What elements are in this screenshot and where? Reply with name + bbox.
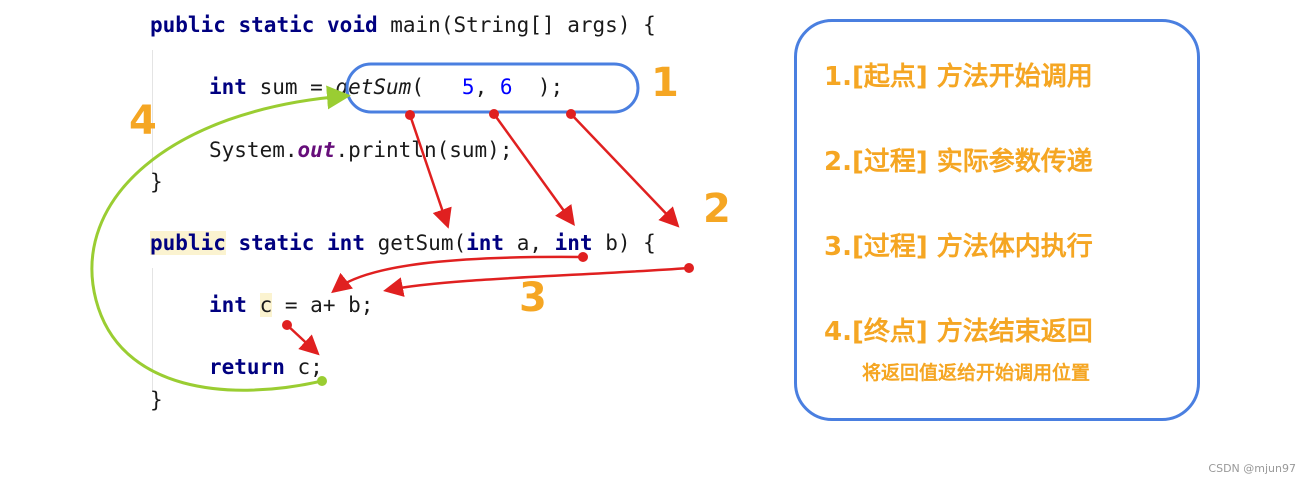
step-4-end: 4.[终点] 方法结束返回 bbox=[824, 317, 1093, 347]
method-name: getSum( bbox=[364, 231, 467, 255]
call-to-int-arrow bbox=[408, 114, 452, 229]
assign-text: sum = bbox=[246, 75, 336, 99]
print-prefix: System. bbox=[209, 138, 298, 162]
step-2-process: 2.[过程] 实际参数传递 bbox=[824, 147, 1093, 177]
keyword-static: static bbox=[238, 13, 315, 37]
keyword-public-highlighted: public bbox=[150, 231, 226, 255]
code-line-method-signature: public static int getSum(int a, int b) { bbox=[150, 231, 656, 255]
watermark: CSDN @mjun97 bbox=[1208, 462, 1296, 475]
param-type-a: int bbox=[466, 231, 505, 255]
arg-6-to-b-arrow bbox=[570, 113, 680, 228]
indent-guide-method bbox=[152, 268, 153, 392]
step-1-start: 1.[起点] 方法开始调用 bbox=[824, 62, 1093, 92]
paren-close: ); bbox=[525, 75, 564, 99]
code-close-method: } bbox=[150, 388, 163, 412]
keyword-void: void bbox=[327, 13, 378, 37]
print-suffix: .println(sum); bbox=[335, 138, 513, 162]
code-line-return: return c; bbox=[209, 357, 323, 378]
return-value: c; bbox=[284, 355, 323, 379]
param-a-dot bbox=[578, 252, 588, 262]
actual-arg-5: 5 bbox=[461, 75, 475, 99]
keyword-public: public bbox=[150, 13, 226, 37]
call-highlight-box bbox=[345, 62, 640, 114]
code-line-body: int c = a+ b; bbox=[209, 293, 374, 317]
param-b: b) { bbox=[592, 231, 656, 255]
marker-4: 4 bbox=[129, 98, 157, 144]
code-line-print: System.out.println(sum); bbox=[209, 140, 512, 161]
step-4-note: 将返回值返给开始调用位置 bbox=[862, 362, 1091, 384]
marker-3: 3 bbox=[519, 275, 547, 321]
marker-1: 1 bbox=[651, 60, 679, 106]
variable-c-highlighted: c bbox=[259, 293, 273, 317]
code-line-main-signature: public static void main(String[] args) { bbox=[150, 15, 656, 36]
return-arrow-start-dot bbox=[317, 376, 327, 386]
param-type-b: int bbox=[554, 231, 593, 255]
indent-guide-main bbox=[152, 50, 153, 172]
c-to-return-arrow bbox=[286, 324, 320, 356]
steps-panel bbox=[794, 19, 1200, 421]
code-line-call: int sum = getSum( 5, 6 ); bbox=[209, 77, 563, 98]
method-call-name: getSum bbox=[335, 75, 412, 99]
param-b-to-expression-arrow bbox=[383, 266, 690, 297]
keyword-return: return bbox=[209, 355, 285, 379]
step-3-process: 3.[过程] 方法体内执行 bbox=[824, 232, 1093, 262]
param-a: a, bbox=[504, 231, 555, 255]
field-out: out bbox=[297, 138, 336, 162]
param-a-to-expression-arrow bbox=[331, 255, 584, 294]
actual-arg-6: 6 bbox=[499, 75, 513, 99]
keyword-int: int bbox=[209, 75, 247, 99]
code-close-main: } bbox=[150, 170, 163, 194]
keyword-static: static bbox=[238, 231, 315, 255]
comma: , bbox=[474, 75, 500, 99]
main-signature-text: main(String[] args) { bbox=[377, 13, 656, 37]
body-expression: = a+ b; bbox=[272, 293, 374, 317]
keyword-int: int bbox=[209, 293, 247, 317]
arg-5-to-a-arrow bbox=[492, 113, 575, 227]
return-arrow bbox=[90, 85, 351, 392]
marker-2: 2 bbox=[703, 186, 731, 232]
keyword-int: int bbox=[327, 231, 365, 255]
paren-open: ( bbox=[411, 75, 437, 99]
